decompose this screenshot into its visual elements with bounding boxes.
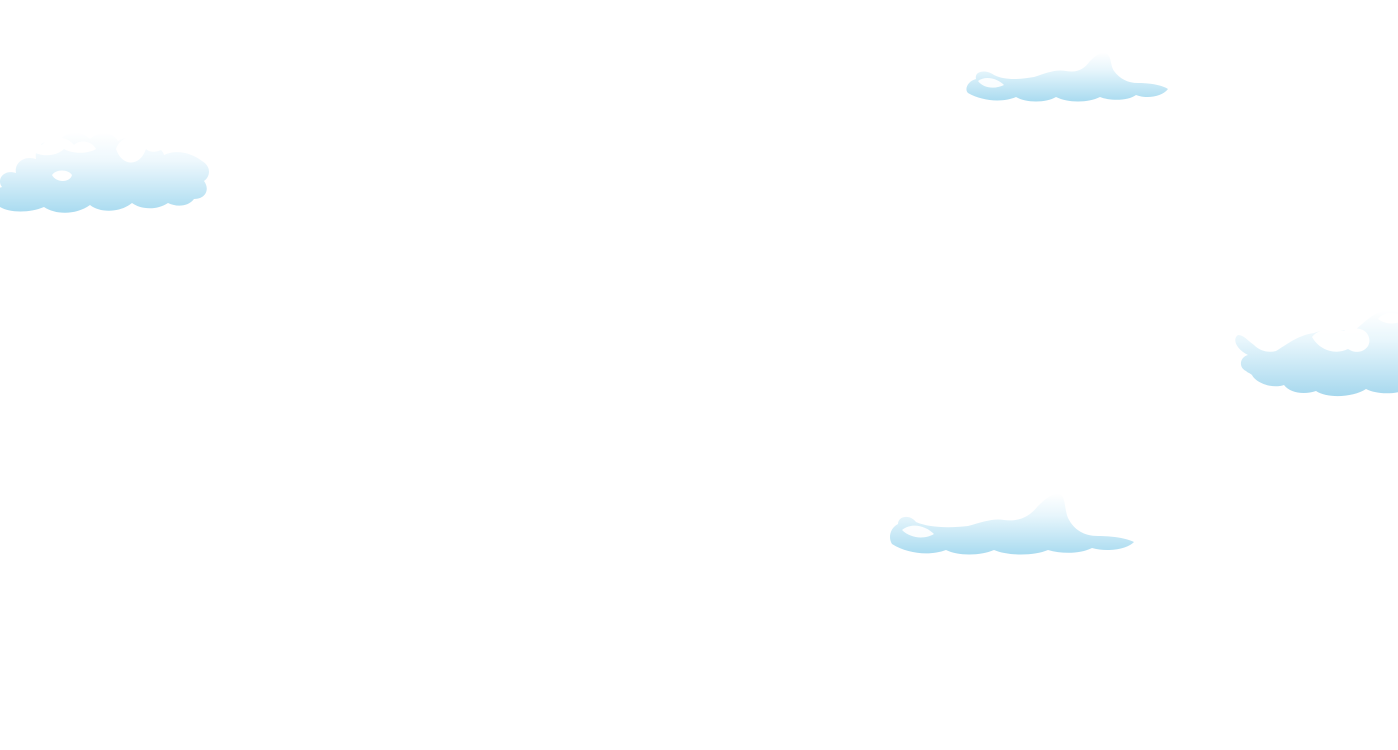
- cloud-icon: [966, 52, 1168, 102]
- cloud-icon: [1235, 310, 1398, 396]
- cloud-icon: [890, 493, 1134, 555]
- cloud-icon: [0, 105, 209, 213]
